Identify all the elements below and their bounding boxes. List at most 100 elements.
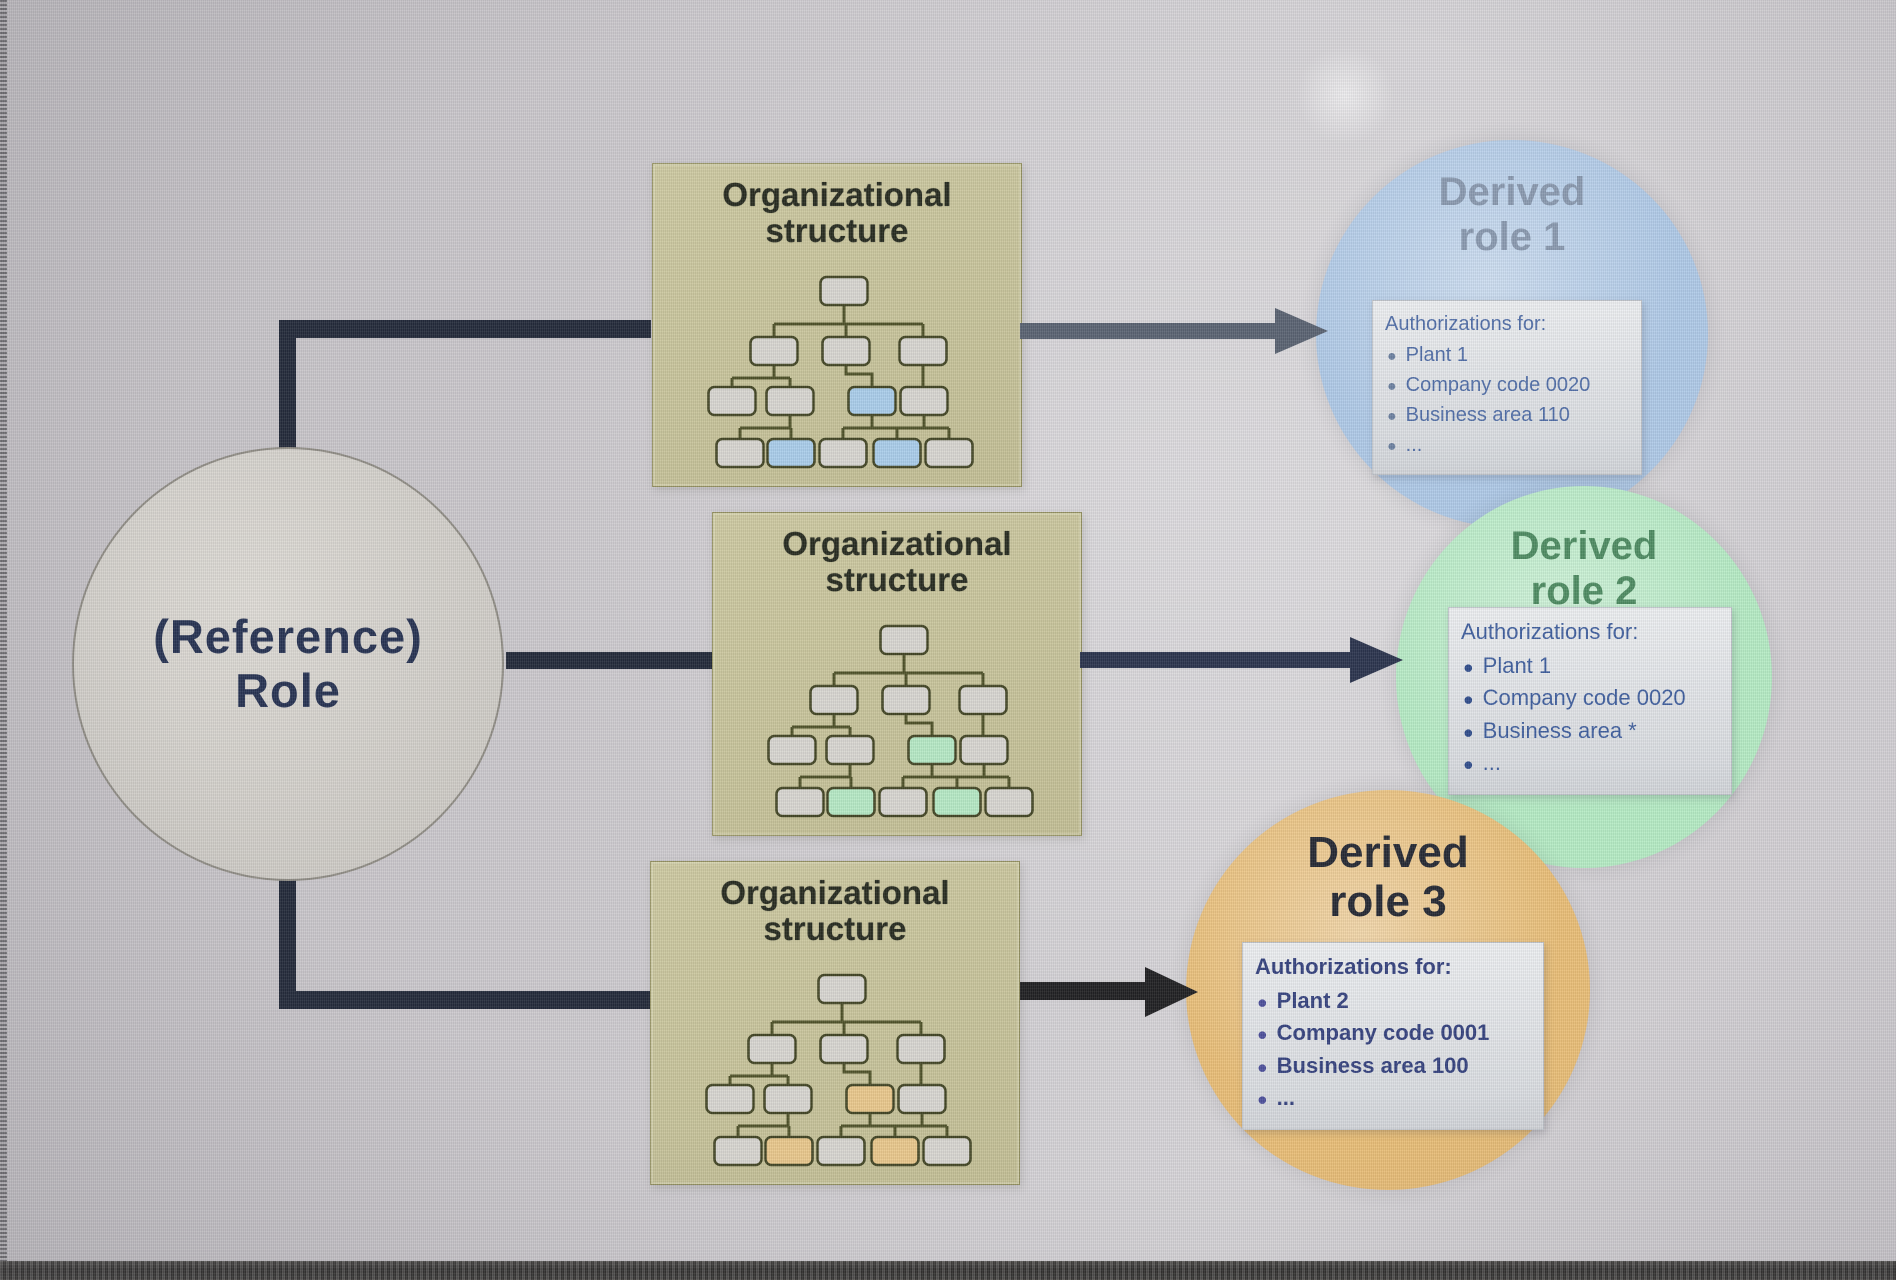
bullet-icon: ● bbox=[1387, 378, 1397, 395]
org-node bbox=[715, 437, 765, 469]
authorizations-panel: Authorizations for: ● Plant 2 ●Company co… bbox=[1242, 942, 1544, 1130]
authorizations-header: Authorizations for: bbox=[1385, 313, 1547, 335]
authorization-item: ●Plant 1 bbox=[1387, 342, 1629, 368]
org-node bbox=[775, 786, 825, 818]
org-node-highlighted bbox=[907, 734, 957, 766]
org-title-line1: Organizational bbox=[722, 176, 952, 213]
bullet-icon: ● bbox=[1463, 689, 1474, 710]
org-title-line2: structure bbox=[765, 212, 909, 250]
authorization-text: Plant 2 bbox=[1276, 987, 1349, 1013]
org-chart bbox=[767, 624, 1034, 818]
org-node bbox=[897, 1083, 947, 1115]
authorizations-header: Authorizations for: bbox=[1461, 619, 1639, 644]
bullet-icon: ● bbox=[1463, 656, 1474, 677]
bullet-icon: ● bbox=[1463, 721, 1474, 742]
connector-bottom-vertical bbox=[279, 872, 296, 1009]
authorization-item: ● Business area * bbox=[1463, 717, 1719, 746]
reference-role-node: (Reference) Role bbox=[72, 447, 504, 881]
derived-role-1: Derived role 1 Authorizations for: ●Plan… bbox=[1316, 140, 1708, 528]
derived-role-title-line2: role 2 bbox=[1530, 568, 1638, 613]
org-node bbox=[818, 437, 868, 469]
arrow-right-icon bbox=[1080, 637, 1403, 683]
authorizations-list: ●Plant 1 ●Company code 0020 ●Business ar… bbox=[1385, 342, 1629, 458]
authorization-item: ● Plant 2 bbox=[1257, 987, 1531, 1016]
authorization-item: ● Business area 110 bbox=[1387, 402, 1629, 428]
derived-role-title: Derived role 3 bbox=[1186, 828, 1590, 927]
photo-bottom-edge bbox=[0, 1261, 1896, 1280]
org-node bbox=[825, 734, 875, 766]
authorization-item: ●... bbox=[1257, 1084, 1531, 1113]
authorization-text: Business area 110 bbox=[1405, 404, 1570, 426]
org-node-highlighted bbox=[870, 1135, 920, 1167]
bullet-icon: ● bbox=[1387, 438, 1397, 455]
org-node bbox=[959, 734, 1009, 766]
derived-role-title: Derived role 1 bbox=[1316, 170, 1708, 260]
org-node bbox=[817, 973, 867, 1005]
derived-role-title: Derived role 2 bbox=[1396, 524, 1772, 614]
org-node bbox=[707, 385, 757, 417]
org-chart-connector bbox=[904, 714, 934, 736]
derived-role-title-line1: Derived bbox=[1510, 524, 1658, 568]
org-node bbox=[984, 786, 1034, 818]
authorization-item: ● Plant 1 bbox=[1463, 652, 1719, 681]
derived-role-title-line1: Derived bbox=[1438, 170, 1586, 214]
org-chart bbox=[707, 275, 974, 469]
org-node-highlighted bbox=[826, 786, 876, 818]
org-node bbox=[896, 1033, 946, 1065]
bullet-icon: ● bbox=[1463, 754, 1474, 775]
authorization-text: Business area 100 bbox=[1276, 1052, 1469, 1078]
org-node bbox=[705, 1083, 755, 1115]
derived-role-title-line2: role 3 bbox=[1329, 877, 1447, 927]
authorizations-panel: Authorizations for: ● Plant 1 ●Company co… bbox=[1448, 607, 1732, 795]
org-node bbox=[713, 1135, 763, 1167]
authorization-text: Company code 0020 bbox=[1405, 374, 1591, 396]
bullet-icon: ● bbox=[1257, 1089, 1268, 1110]
authorization-item: ●... bbox=[1387, 432, 1629, 458]
org-node-highlighted bbox=[845, 1083, 895, 1115]
authorization-item: ● Company code 0020 bbox=[1387, 372, 1629, 398]
org-node bbox=[898, 335, 948, 367]
org-structure-title: Organizational structure bbox=[713, 525, 1081, 599]
org-structure-box-2: Organizational structure bbox=[712, 512, 1082, 836]
bullet-icon: ● bbox=[1257, 991, 1268, 1012]
authorization-text: ... bbox=[1276, 1085, 1295, 1111]
bullet-icon: ● bbox=[1257, 1024, 1268, 1045]
arrow-right-icon bbox=[1020, 308, 1328, 354]
org-chart-connector bbox=[842, 1063, 872, 1085]
derived-role-title-line2: role 1 bbox=[1458, 214, 1566, 259]
authorization-text: Business area * bbox=[1482, 717, 1637, 743]
authorizations-panel: Authorizations for: ●Plant 1 ●Company co… bbox=[1372, 300, 1642, 475]
authorizations-header: Authorizations for: bbox=[1255, 954, 1452, 979]
org-node-highlighted bbox=[766, 437, 816, 469]
reference-role-label: (Reference) Role bbox=[153, 610, 423, 717]
bullet-icon: ● bbox=[1387, 408, 1397, 425]
org-node bbox=[878, 786, 928, 818]
org-node bbox=[821, 335, 871, 367]
org-node bbox=[819, 1033, 869, 1065]
org-title-line2: structure bbox=[825, 561, 969, 599]
org-node bbox=[749, 335, 799, 367]
connector-top-horizontal bbox=[279, 320, 651, 338]
authorizations-list: ● Plant 1 ●Company code 0020 ● Business ar… bbox=[1461, 652, 1719, 778]
org-chart-connector bbox=[844, 365, 874, 387]
arrow-right-icon bbox=[1020, 967, 1198, 1017]
connector-top-vertical bbox=[279, 320, 296, 452]
org-node bbox=[809, 684, 859, 716]
org-node bbox=[881, 684, 931, 716]
authorization-item: ●Company code 0020 bbox=[1463, 684, 1719, 713]
authorization-item: ●Company code 0001 bbox=[1257, 1019, 1531, 1048]
authorization-text: Plant 1 bbox=[1482, 652, 1552, 678]
authorization-item: ● Business area 100 bbox=[1257, 1052, 1531, 1081]
connector-middle-horizontal bbox=[506, 652, 714, 669]
authorization-text: Plant 1 bbox=[1405, 344, 1468, 366]
org-structure-title: Organizational structure bbox=[653, 176, 1021, 250]
org-structure-box-1: Organizational structure bbox=[652, 163, 1022, 487]
org-node bbox=[747, 1033, 797, 1065]
org-node-highlighted bbox=[764, 1135, 814, 1167]
derived-role-2: Derived role 2 Authorizations for: ● Plan… bbox=[1396, 486, 1772, 868]
org-node bbox=[958, 684, 1008, 716]
photo-left-edge bbox=[0, 0, 7, 1262]
bullet-icon: ● bbox=[1257, 1056, 1268, 1077]
org-node bbox=[816, 1135, 866, 1167]
